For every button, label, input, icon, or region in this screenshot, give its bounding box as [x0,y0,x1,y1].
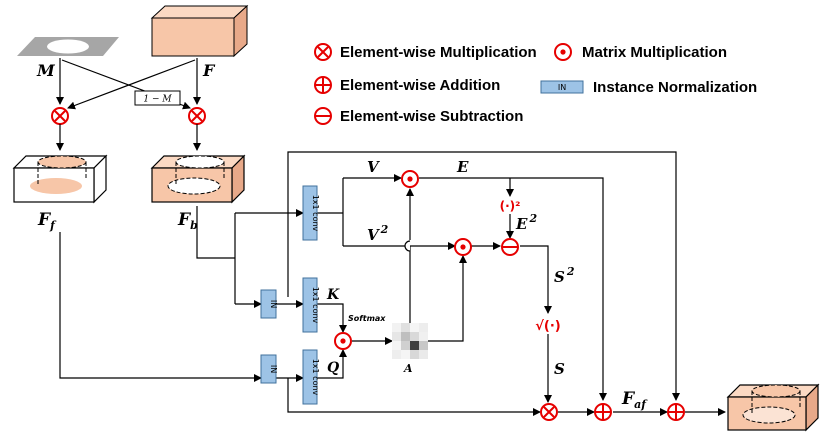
legend-in-icon: IN [540,80,584,94]
e-label: E [456,158,469,176]
legend-sub-text: Element-wise Subtraction [340,108,523,125]
mult-circle-left [51,107,69,125]
inverse-mask-box [134,90,181,106]
ff-label: Ff [37,210,57,232]
square-op: (·)² [500,199,521,213]
legend-matmul-text: Matrix Multiplication [582,44,727,61]
ff-cube [12,154,108,204]
conv-k: 1x1 conv [302,277,320,333]
sqrt-op: √(·) [535,319,561,334]
fb-cube [150,154,246,204]
inverse-mask-label: 1 − M [143,95,172,105]
svg-text:IN: IN [558,83,566,92]
feature-label: F [202,61,216,80]
q-label: Q [327,360,339,376]
faf-label: Faf [621,389,648,411]
legend-mult-icon [314,43,332,61]
add-circle-2 [667,403,685,421]
svg-text:IN: IN [269,365,278,373]
mask-label: M [36,61,56,80]
legend-mult-text: Element-wise Multiplication [340,44,537,61]
a-label: A [403,362,413,375]
matrix-mult-v [401,170,419,188]
svg-text:1x1 conv: 1x1 conv [311,195,320,232]
conv-v: 1x1 conv [302,185,320,241]
connections [59,151,726,416]
fb-label: Fb [177,210,198,232]
legend-add-text: Element-wise Addition [340,77,500,94]
line-hop [404,240,411,252]
conv-q: 1x1 conv [302,349,320,405]
attention-map [392,323,428,359]
legend-add-icon [314,76,332,94]
legend-sub-icon [314,107,332,125]
s-label: S [554,360,565,378]
subtract-circle [501,238,519,256]
in-upper: IN [260,289,278,319]
matrix-mult-v2 [454,238,472,256]
legend: Element-wise Multiplication Element-wise… [314,43,757,125]
legend-matmul-icon [554,43,572,61]
svg-text:1x1 conv: 1x1 conv [311,359,320,396]
in-lower: IN [260,354,278,384]
matrix-mult-softmax [334,332,352,350]
legend-in-text: Instance Normalization [593,79,757,96]
softmax-label: Softmax [348,314,386,323]
mask-input [17,37,119,56]
feature-input-cube [150,4,249,58]
add-circle-1 [594,403,612,421]
output-cube [726,383,820,432]
svg-text:IN: IN [269,300,278,308]
k-label: K [326,287,340,303]
v-label: V [367,158,380,176]
mult-circle-right [188,107,206,125]
svg-text:1x1 conv: 1x1 conv [311,287,320,324]
mult-circle-bottom [540,403,558,421]
